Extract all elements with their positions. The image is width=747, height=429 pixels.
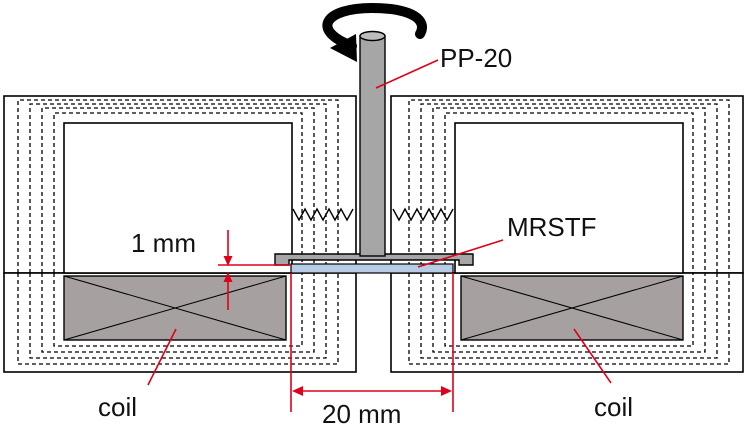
leader-coil-right xyxy=(573,328,612,384)
label-mrstf: MRSTF xyxy=(507,212,597,242)
coil-right xyxy=(460,275,684,341)
label-diameter: 20 mm xyxy=(322,399,401,429)
rotation-arrow-icon xyxy=(322,2,427,62)
yoke-left-window xyxy=(63,122,293,274)
spring-icon xyxy=(292,207,454,222)
label-coil-left: coil xyxy=(98,392,137,422)
label-coil-right: coil xyxy=(594,392,633,422)
label-gap: 1 mm xyxy=(131,228,196,258)
leader-mrstf xyxy=(417,239,504,268)
mrstf-sample xyxy=(290,263,454,274)
leader-pp20 xyxy=(375,59,439,89)
flux-lines xyxy=(17,99,730,365)
leader-coil-left xyxy=(147,328,177,386)
label-pp20: PP-20 xyxy=(440,43,512,73)
annotations xyxy=(147,59,612,412)
measuring-plate xyxy=(274,30,474,266)
yoke-right-window xyxy=(454,122,684,274)
